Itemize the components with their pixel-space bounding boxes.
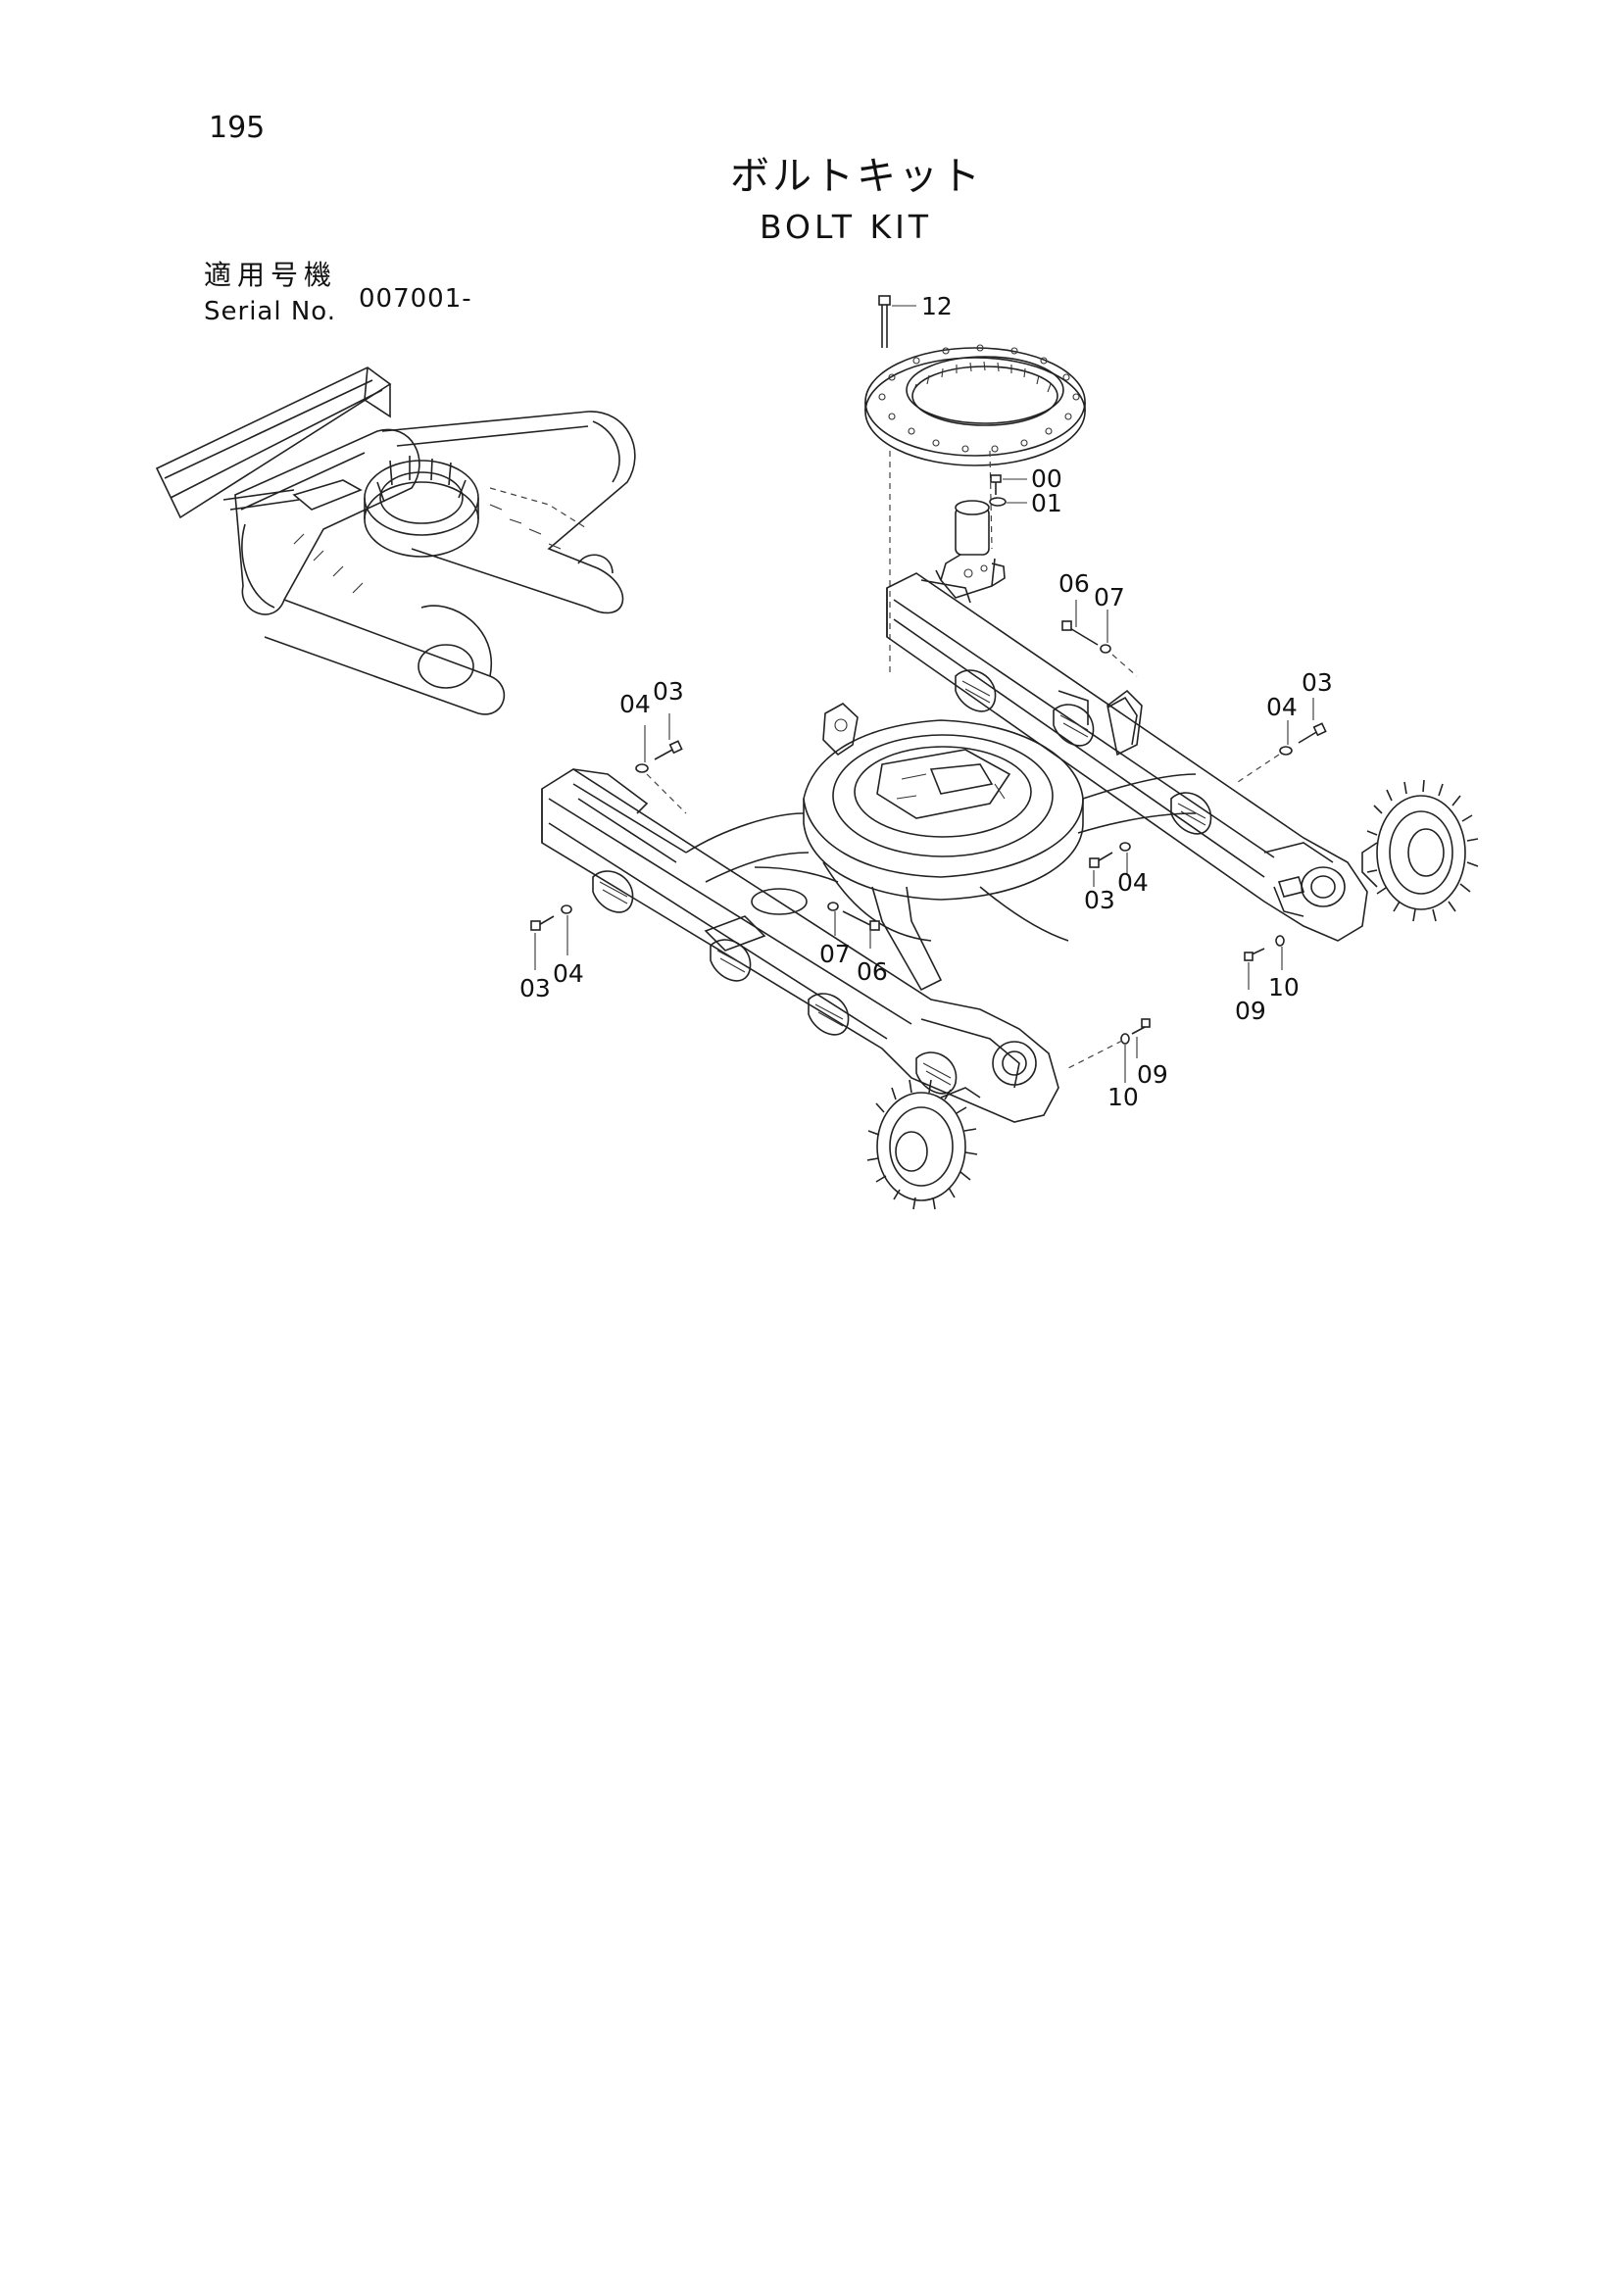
swing-bearing-ring (864, 344, 1086, 466)
bolt-group-09-10-right: 09 10 (1235, 935, 1300, 1025)
page-title: BOLT KIT (760, 208, 933, 246)
bolt-group-03-04-low: 03 04 (519, 904, 584, 1002)
bolt-12: 12 (878, 292, 953, 348)
callout-04: 04 (1117, 868, 1149, 897)
callout-04: 04 (619, 690, 651, 718)
callout-07: 07 (1094, 583, 1125, 611)
callout-04: 04 (553, 959, 584, 988)
bolt-group-06-07-upper: 06 07 (1058, 569, 1138, 677)
bolt-group-09-10-front: 09 10 (1067, 1018, 1168, 1111)
callout-04: 04 (1266, 693, 1298, 721)
callout-03: 03 (519, 974, 551, 1002)
bolt-group-03-04-mid: 03 04 (1084, 842, 1149, 914)
serial-label-japanese: 適用号機 (204, 259, 338, 291)
callout-03: 03 (653, 677, 684, 706)
bolt-group-03-04-right: 04 03 (1234, 668, 1333, 785)
callout-09: 09 (1235, 997, 1266, 1025)
callout-00: 00 (1031, 464, 1062, 493)
sprocket-front (866, 1079, 981, 1210)
callout-06: 06 (1058, 569, 1090, 598)
track-frame (541, 572, 1368, 1123)
center-joint: 00 01 (935, 464, 1062, 599)
serial-value: 007001- (359, 284, 472, 314)
sprocket-right (1361, 779, 1479, 922)
callout-10: 10 (1268, 973, 1300, 1001)
page-number: 195 (209, 111, 266, 145)
callout-12: 12 (921, 292, 953, 320)
serial-label: Serial No. (204, 297, 336, 326)
page-title-japanese: ボルトキット (730, 154, 983, 199)
callout-03: 03 (1084, 886, 1115, 914)
callout-06: 06 (857, 957, 888, 986)
callout-10: 10 (1107, 1083, 1139, 1111)
callout-01: 01 (1031, 489, 1062, 517)
bolt-group-06-07-center: 07 06 (819, 902, 888, 986)
callout-09: 09 (1137, 1060, 1168, 1089)
bolt-group-03-04-left: 04 03 (619, 677, 687, 814)
callout-07: 07 (819, 940, 851, 968)
overview-inset-drawing (155, 366, 636, 715)
callout-03: 03 (1302, 668, 1333, 697)
